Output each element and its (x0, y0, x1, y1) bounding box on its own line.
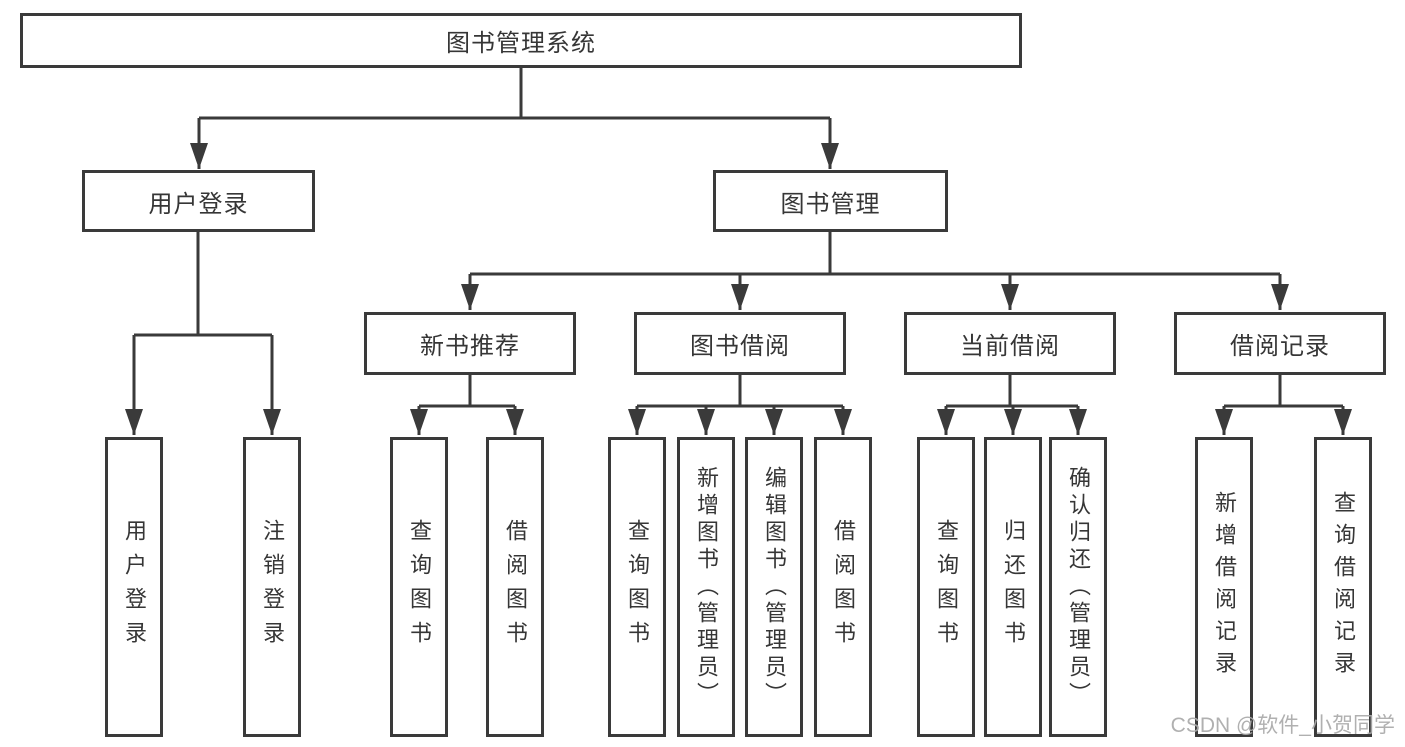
node-label: 图书管理系统 (446, 30, 596, 57)
node-label: 图书管理 (780, 190, 881, 218)
node-label: 借阅图书 (831, 519, 856, 655)
node-current-borrow: 当前借阅 (904, 312, 1116, 375)
node-label: 归还图书 (1001, 519, 1026, 655)
node-label: 确认归还（管理员） (1066, 465, 1091, 709)
connector-root-trunk (199, 68, 830, 120)
leaf-recommend-borrow-books: 借阅图书 (486, 437, 544, 737)
connector-current-trunk (946, 375, 1078, 408)
node-label: 新增图书（管理员） (694, 465, 719, 709)
node-book-borrow: 图书借阅 (634, 312, 846, 375)
node-label: 查询图书 (934, 519, 959, 655)
node-user-login: 用户登录 (82, 170, 315, 232)
node-label: 新书推荐 (420, 333, 520, 360)
node-label: 借阅图书 (503, 519, 528, 655)
leaf-current-confirm-return-admin: 确认归还（管理员） (1049, 437, 1107, 737)
leaf-logout: 注销登录 (243, 437, 301, 737)
connector-records-trunk (1224, 375, 1343, 408)
node-label: 查询借阅记录 (1331, 491, 1356, 683)
leaf-borrow-borrow-books: 借阅图书 (814, 437, 872, 737)
connector-user-login-trunk (134, 232, 272, 337)
node-label: 查询图书 (625, 519, 650, 655)
node-borrow-records: 借阅记录 (1174, 312, 1386, 375)
node-label: 借阅记录 (1230, 333, 1330, 360)
node-label: 用户登录 (122, 519, 147, 655)
node-label: 注销登录 (260, 519, 285, 655)
leaf-current-return-books: 归还图书 (984, 437, 1042, 737)
connector-book-management-trunk (470, 232, 1280, 276)
node-label: 查询图书 (407, 519, 432, 655)
leaf-borrow-edit-books-admin: 编辑图书（管理员） (745, 437, 803, 737)
connector-borrow-trunk (637, 375, 843, 408)
leaf-records-add-record: 新增借阅记录 (1195, 437, 1253, 737)
node-library-management-system: 图书管理系统 (20, 13, 1022, 68)
node-label: 新增借阅记录 (1212, 491, 1237, 683)
leaf-user-login: 用户登录 (105, 437, 163, 737)
node-label: 当前借阅 (960, 333, 1060, 360)
leaf-recommend-query-books: 查询图书 (390, 437, 448, 737)
leaf-borrow-add-books-admin: 新增图书（管理员） (677, 437, 735, 737)
node-label: 编辑图书（管理员） (762, 465, 787, 709)
connector-recommend-trunk (419, 375, 515, 408)
leaf-records-query-record: 查询借阅记录 (1314, 437, 1372, 737)
leaf-borrow-query-books: 查询图书 (608, 437, 666, 737)
node-book-management: 图书管理 (713, 170, 948, 232)
node-label: 图书借阅 (690, 333, 790, 360)
csdn-watermark: CSDN @软件_小贺同学 (1170, 714, 1395, 737)
node-label: 用户登录 (148, 190, 249, 218)
node-new-book-recommend: 新书推荐 (364, 312, 576, 375)
leaf-current-query-books: 查询图书 (917, 437, 975, 737)
